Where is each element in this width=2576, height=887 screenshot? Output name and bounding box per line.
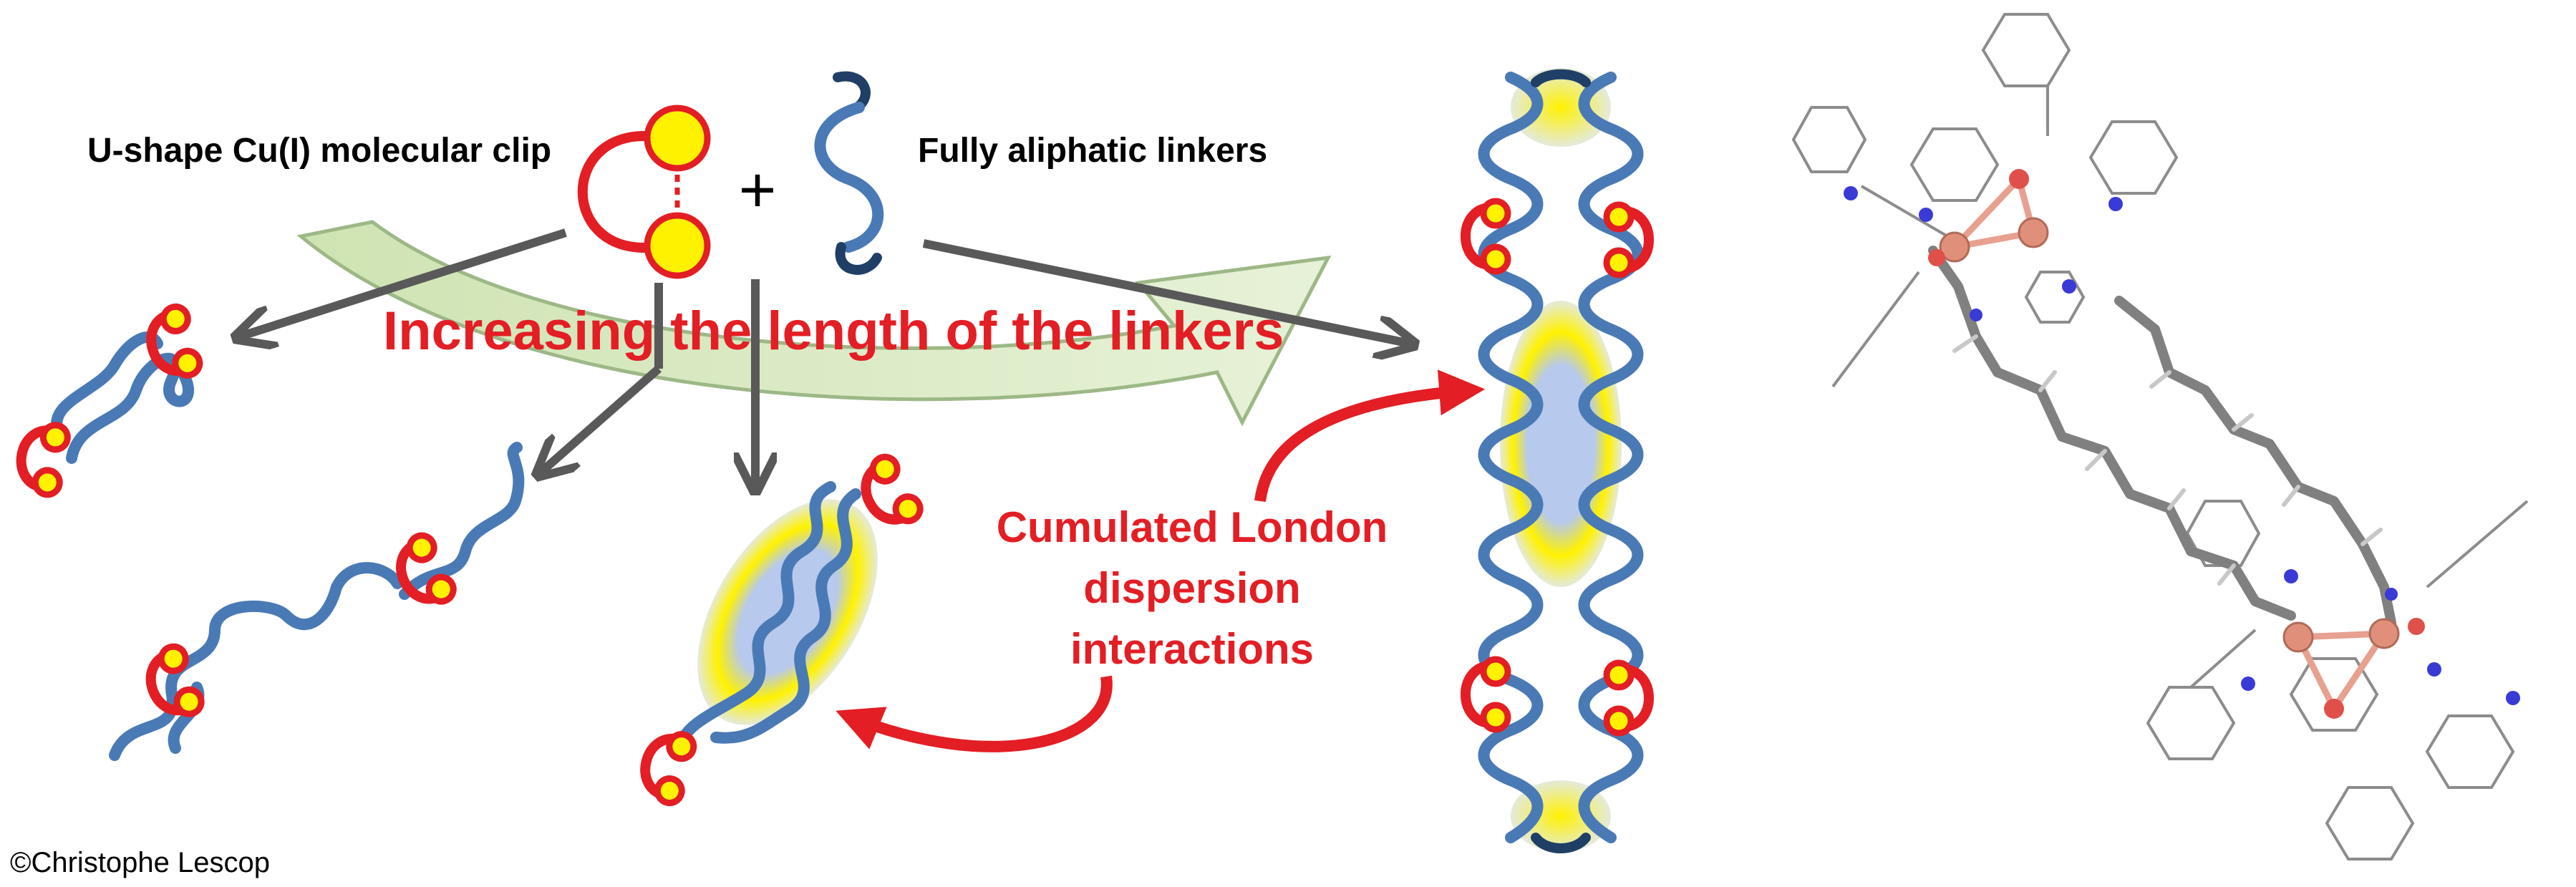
crystal-structure-icon xyxy=(1791,13,2529,861)
copyright-label: ©Christophe Lescop xyxy=(10,847,270,878)
dispersion-label-3: interactions xyxy=(1070,625,1314,673)
dimer-product xyxy=(637,452,924,805)
dispersion-label-2: dispersion xyxy=(1083,564,1300,612)
short-linker-product xyxy=(16,304,203,497)
clip-label: U-shape Cu(I) molecular clip xyxy=(87,132,551,170)
dispersion-callout: Cumulated London dispersion interactions xyxy=(836,369,1486,752)
reaction-arrows xyxy=(240,228,1410,487)
chain-product xyxy=(109,442,525,761)
aliphatic-linker-icon xyxy=(814,71,884,275)
plus-sign: + xyxy=(739,155,777,226)
dispersion-label-1: Cumulated London xyxy=(997,503,1388,551)
trend-label: Increasing the length of the linkers xyxy=(383,301,1284,362)
trend-arrow-icon xyxy=(296,220,1332,427)
column-product xyxy=(1466,68,1649,853)
molecular-clip-icon xyxy=(577,105,711,279)
linkers-label: Fully aliphatic linkers xyxy=(918,132,1267,170)
